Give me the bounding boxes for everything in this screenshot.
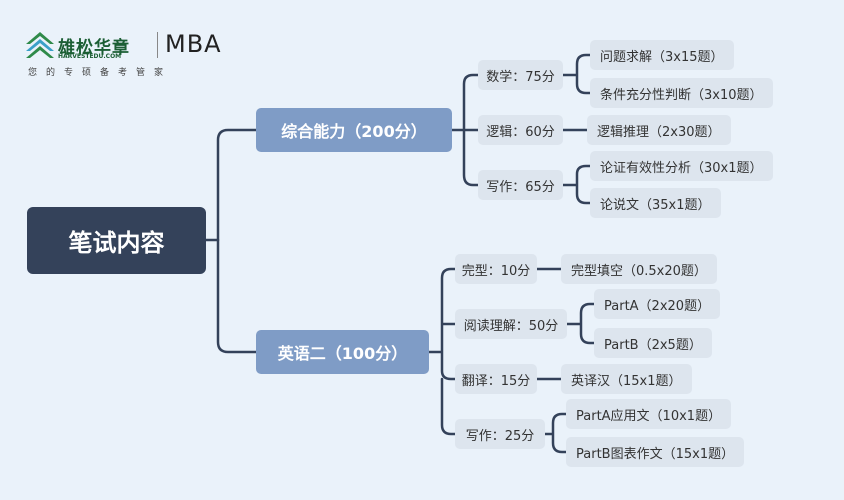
connector-writing2-items bbox=[543, 412, 568, 454]
connector-math-items bbox=[561, 53, 592, 95]
subject-reading: 阅读理解：50分 bbox=[455, 309, 567, 339]
connector-branch-1-subjects bbox=[450, 73, 480, 187]
connector-root-to-branch-2 bbox=[216, 238, 258, 354]
leaf-essay: 论说文（35x1题） bbox=[590, 188, 721, 218]
leaf-writing-part-a: PartA应用文（10x1题） bbox=[566, 399, 732, 429]
leaf-cloze-test: 完型填空（0.5x20题） bbox=[561, 254, 717, 284]
leaf-reading-part-b: PartB（2x5题） bbox=[594, 328, 712, 358]
leaf-reading-part-a: PartA（2x20题） bbox=[594, 289, 721, 319]
connector-writing1-items bbox=[561, 164, 592, 205]
product-name: MBA bbox=[165, 30, 222, 58]
leaf-argument-analysis: 论证有效性分析（30x1题） bbox=[590, 151, 773, 181]
subject-math: 数学：75分 bbox=[478, 60, 563, 90]
branch-english: 英语二（100分） bbox=[256, 330, 429, 374]
harvest-logo-icon bbox=[26, 32, 54, 58]
logo-divider bbox=[157, 32, 158, 58]
subject-writing: 写作：65分 bbox=[478, 170, 563, 200]
subject-cloze: 完型：10分 bbox=[455, 254, 537, 284]
subject-translation: 翻译：15分 bbox=[455, 364, 537, 394]
connector-reading-items bbox=[565, 302, 596, 345]
brand-domain: HARVESTEDU.COM bbox=[58, 53, 122, 60]
subject-writing-english: 写作：25分 bbox=[455, 419, 545, 449]
connector-branch-2-subjects bbox=[427, 267, 457, 436]
brand-name-cn: 雄松华章 bbox=[58, 38, 130, 58]
brand-slogan: 您的专硕备考管家 bbox=[28, 68, 173, 78]
leaf-writing-part-b: PartB图表作文（15x1题） bbox=[566, 437, 745, 467]
connector-root-to-branch-1 bbox=[204, 128, 258, 242]
leaf-data-sufficiency: 条件充分性判断（3x10题） bbox=[590, 78, 773, 108]
branch-comprehensive: 综合能力（200分） bbox=[256, 108, 452, 152]
subject-logic: 逻辑：60分 bbox=[478, 115, 563, 145]
root-node: 笔试内容 bbox=[27, 207, 206, 274]
leaf-logical-reasoning: 逻辑推理（2x30题） bbox=[587, 115, 731, 145]
leaf-problem-solving: 问题求解（3x15题） bbox=[590, 40, 734, 70]
leaf-english-to-chinese: 英译汉（15x1题） bbox=[561, 364, 692, 394]
